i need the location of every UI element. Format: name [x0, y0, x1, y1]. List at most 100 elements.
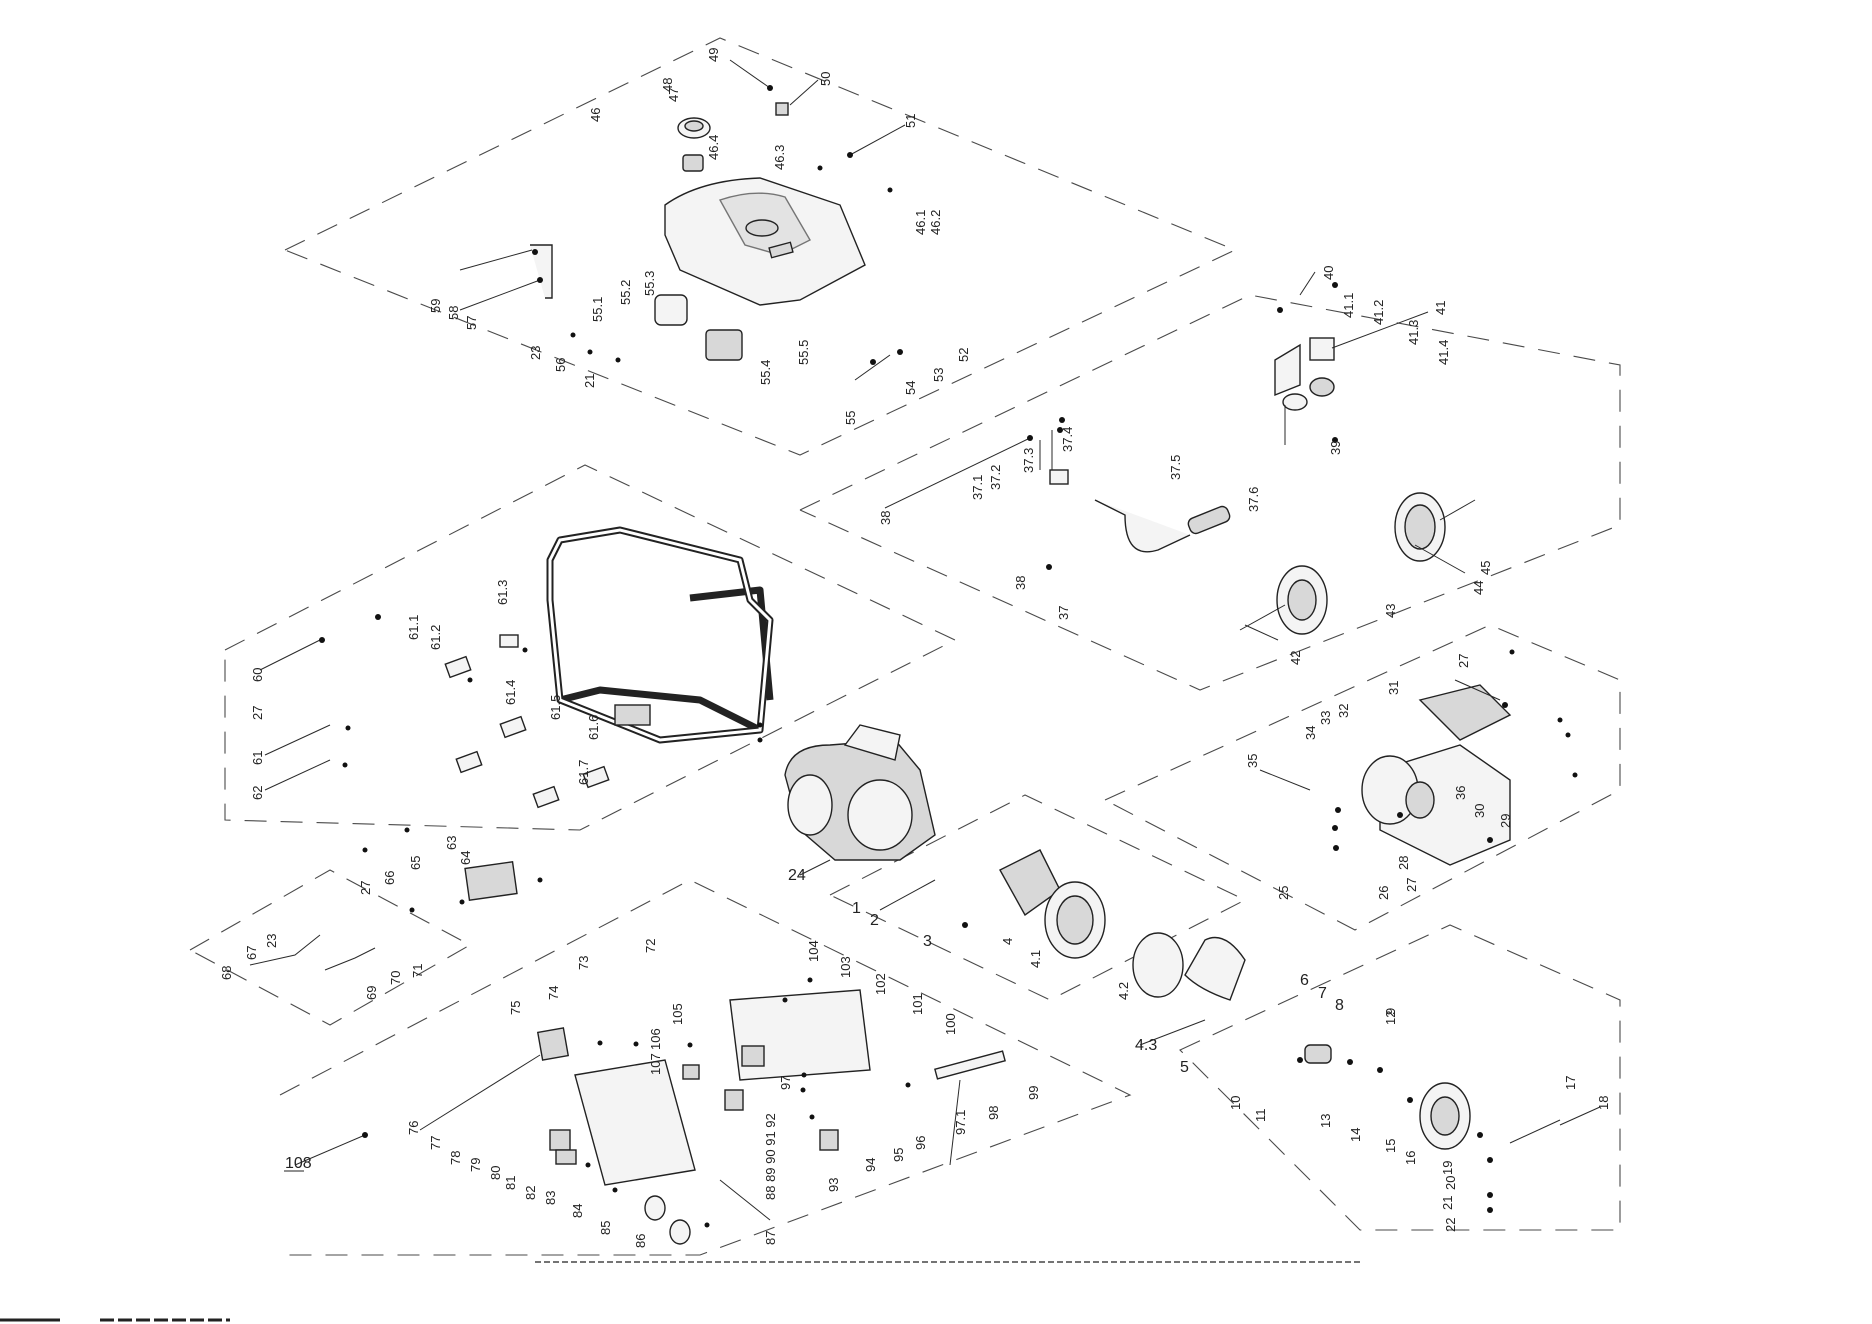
callout-label: 37.6	[1246, 487, 1261, 512]
callout-label: 45	[1478, 561, 1493, 575]
callout-label: 31	[1386, 681, 1401, 695]
callout-label: 12	[1383, 1011, 1398, 1025]
callout-label: 63	[444, 836, 459, 850]
callout-label: 6	[1300, 972, 1309, 989]
callout-label: 41	[1433, 301, 1448, 315]
callout-label: 104	[806, 940, 821, 962]
callout-label: 37.5	[1168, 455, 1183, 480]
callout-label: 106	[648, 1028, 663, 1050]
callout-label: 23	[528, 346, 543, 360]
callout-label: 37.2	[988, 465, 1003, 490]
callout-label: 64	[458, 851, 473, 865]
callout-label: 103	[838, 956, 853, 978]
callout-label: 73	[576, 956, 591, 970]
callout-label: 26	[1376, 886, 1391, 900]
callout-label: 19	[1440, 1161, 1455, 1175]
support-foot-assembly	[1274, 337, 1335, 445]
callout-label: 47	[666, 88, 681, 102]
callout-label: 59	[428, 299, 443, 313]
callout-label: 38	[878, 511, 893, 525]
callout-label: 96	[913, 1136, 928, 1150]
callout-label: 37	[1056, 606, 1071, 620]
frame-mounts	[444, 634, 610, 901]
callout-label: 72	[643, 939, 658, 953]
callout-label: 13	[1318, 1114, 1333, 1128]
callout-label: 9	[1383, 1008, 1398, 1015]
callout-label: 42	[1288, 651, 1303, 665]
callout-label: 14	[1348, 1128, 1363, 1142]
callout-label: 32	[1336, 704, 1351, 718]
callout-label: 5	[1180, 1059, 1189, 1076]
callout-label: 40	[1321, 266, 1336, 280]
callout-label: 41.2	[1371, 300, 1386, 325]
callout-label: 11	[1253, 1109, 1268, 1123]
callout-label: 48	[660, 78, 675, 92]
callout-label: 61.1	[406, 615, 421, 640]
callout-label: 87	[763, 1231, 778, 1245]
callout-label: 27	[358, 881, 373, 895]
callout-label: 55.1	[590, 297, 605, 322]
callout-label: 56	[553, 358, 568, 372]
callout-label: 80	[488, 1166, 503, 1180]
callout-label: 71	[410, 964, 425, 978]
callout-label: 4	[1000, 938, 1015, 945]
callout-label: 55.5	[796, 340, 811, 365]
callout-label: 18	[1596, 1096, 1611, 1110]
callout-label: 93	[826, 1178, 841, 1192]
callout-label: 50	[818, 72, 833, 86]
callout-label: 55.2	[618, 280, 633, 305]
callout-label: 88 89 90 91 92	[763, 1113, 778, 1200]
callout-label: 46.1	[913, 210, 928, 235]
callout-label: 61	[250, 751, 265, 765]
engine	[784, 724, 936, 861]
callout-label: 41.1	[1341, 293, 1356, 318]
wheel-assembly	[1239, 492, 1476, 635]
callout-label: 27	[1456, 654, 1471, 668]
callout-label: 65	[408, 856, 423, 870]
callout-label: 57	[464, 316, 479, 330]
callout-label: 34	[1303, 726, 1318, 740]
callout-label: 61.3	[495, 580, 510, 605]
callout-label: 4.3	[1135, 1037, 1157, 1054]
callout-label: 55	[843, 411, 858, 425]
fasteners	[319, 85, 1578, 1228]
callout-label: 61.5	[548, 695, 563, 720]
callout-label: 41.3	[1406, 320, 1421, 345]
callout-label: 21	[582, 374, 597, 388]
callout-label: 37.1	[970, 475, 985, 500]
callout-label: 1	[852, 900, 861, 917]
callout-label: 44	[1471, 581, 1486, 595]
callout-label: 60	[250, 668, 265, 682]
alternator-cover	[1361, 684, 1512, 866]
callout-label: 58	[446, 306, 461, 320]
callout-label: 46	[588, 108, 603, 122]
callout-label: 107	[648, 1053, 663, 1075]
callout-label: 52	[956, 348, 971, 362]
callout-label: 78	[448, 1151, 463, 1165]
callout-label: 53	[931, 368, 946, 382]
callout-label: 37.4	[1060, 427, 1075, 452]
callout-label: 86	[633, 1234, 648, 1248]
callout-label: 41.4	[1436, 340, 1451, 365]
callout-label: 23	[264, 934, 279, 948]
cables	[249, 934, 376, 971]
tube-frame	[546, 526, 774, 744]
callout-label: 74	[546, 986, 561, 1000]
assembly-outlines	[188, 37, 1621, 1263]
callout-label: 101	[910, 993, 925, 1015]
callout-label: 33	[1318, 711, 1333, 725]
callout-label: 99	[1026, 1086, 1041, 1100]
callout-label: 61.4	[503, 680, 518, 705]
callout-label: 55.4	[758, 360, 773, 385]
callout-label: 22	[1443, 1218, 1458, 1232]
callout-label: 46.3	[772, 145, 787, 170]
callout-label: 4.2	[1116, 982, 1131, 1000]
handle-assembly	[1039, 430, 1231, 553]
callout-label: 55.3	[642, 271, 657, 296]
callout-label: 4.1	[1028, 950, 1043, 968]
callout-label: 85	[598, 1221, 613, 1235]
callout-label: 46.2	[928, 210, 943, 235]
callout-label: 24	[788, 867, 806, 884]
callout-label: 75	[508, 1001, 523, 1015]
